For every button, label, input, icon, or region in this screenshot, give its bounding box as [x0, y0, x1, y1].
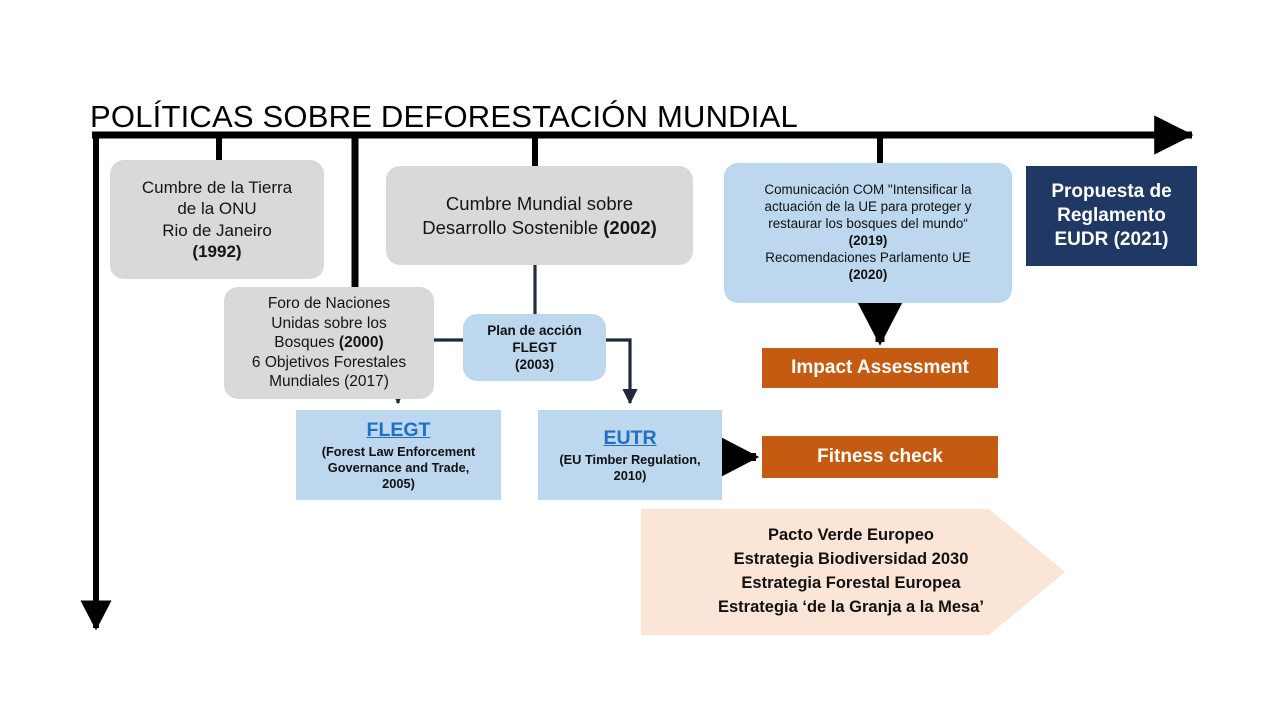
- eutr-sub1: (EU Timber Regulation,: [559, 452, 701, 468]
- earth-summit-line2: de la ONU: [177, 199, 257, 219]
- eutr-link[interactable]: EUTR: [603, 426, 657, 449]
- wssd-line1: Cumbre Mundial sobre: [445, 193, 634, 215]
- connector-plan-to-eutr: [606, 338, 638, 405]
- flegt-plan-line2: FLEGT: [512, 340, 557, 355]
- flegt-plan-line3: (2003): [514, 357, 555, 372]
- wssd-line2-year: (2002): [603, 216, 657, 238]
- eudr-line1: Propuesta de: [1051, 181, 1172, 203]
- com-line6: (2020): [848, 266, 888, 282]
- strategies-line2: Estrategia Biodiversidad 2030: [733, 550, 969, 569]
- strategies-line3: Estrategia Forestal Europea: [741, 574, 961, 592]
- flegt-plan-line1: Plan de acción: [487, 323, 582, 338]
- node-un-forum-forests[interactable]: Foro de Naciones Unidas sobre los Bosque…: [224, 287, 434, 399]
- node-eudr-proposal[interactable]: Propuesta de Reglamento EUDR (2021): [1026, 166, 1197, 266]
- eudr-line3: EUDR (2021): [1054, 228, 1169, 250]
- node-eutr[interactable]: EUTR (EU Timber Regulation, 2010): [538, 410, 722, 500]
- node-eu-strategies-chevron[interactable]: Pacto Verde Europeo Estrategia Biodivers…: [641, 509, 1065, 635]
- strategies-line4: Estrategia ‘de la Granja a la Mesa’: [718, 597, 984, 616]
- flegt-link[interactable]: FLEGT: [366, 418, 431, 441]
- earth-summit-line1: Cumbre de la Tierra: [141, 177, 293, 197]
- wssd-line2-text: Desarrollo Sostenible: [422, 216, 604, 238]
- node-flegt-action-plan[interactable]: Plan de acción FLEGT (2003): [463, 314, 606, 381]
- flegt-sub1: (Forest Law Enforcement: [321, 444, 476, 460]
- eutr-sub2: 2010): [613, 468, 647, 484]
- node-com-communication[interactable]: Comunicación COM "Intensificar la actuac…: [724, 163, 1012, 303]
- impact-assessment-label: Impact Assessment: [791, 357, 969, 379]
- fitness-check-label: Fitness check: [817, 446, 943, 468]
- page-title: POLÍTICAS SOBRE DEFORESTACIÓN MUNDIAL: [90, 99, 798, 134]
- node-impact-assessment[interactable]: Impact Assessment: [762, 348, 998, 388]
- eudr-line2: Reglamento: [1057, 205, 1166, 227]
- earth-summit-line3: Rio de Janeiro: [162, 220, 272, 240]
- flegt-sub3: 2005): [382, 476, 415, 492]
- flegt-sub2: Governance and Trade,: [327, 460, 470, 476]
- node-world-summit-sustainable-development[interactable]: Cumbre Mundial sobre Desarrollo Sostenib…: [386, 166, 693, 265]
- unff-line2: Unidas sobre los: [271, 314, 387, 332]
- com-line4: (2019): [848, 233, 888, 248]
- com-line5: Recomendaciones Parlamento UE: [765, 249, 971, 265]
- node-earth-summit[interactable]: Cumbre de la Tierra de la ONU Rio de Jan…: [110, 160, 324, 279]
- com-line2: actuación de la UE para proteger y: [764, 199, 972, 215]
- earth-summit-year: (1992): [192, 241, 242, 261]
- unff-line4: 6 Objetivos Forestales: [251, 353, 407, 371]
- unff-line3-text: Bosques: [274, 334, 339, 352]
- unff-line3-year: (2000): [338, 334, 384, 352]
- strategies-line1: Pacto Verde Europeo: [768, 526, 934, 545]
- unff-line1: Foro de Naciones: [267, 295, 391, 313]
- node-fitness-check[interactable]: Fitness check: [762, 436, 998, 478]
- node-flegt[interactable]: FLEGT (Forest Law Enforcement Governance…: [296, 410, 501, 500]
- com-line1: Comunicación COM "Intensificar la: [764, 182, 972, 198]
- com-line3: restaurar los bosques del mundo“: [768, 216, 968, 232]
- unff-line5: Mundiales (2017): [269, 373, 389, 391]
